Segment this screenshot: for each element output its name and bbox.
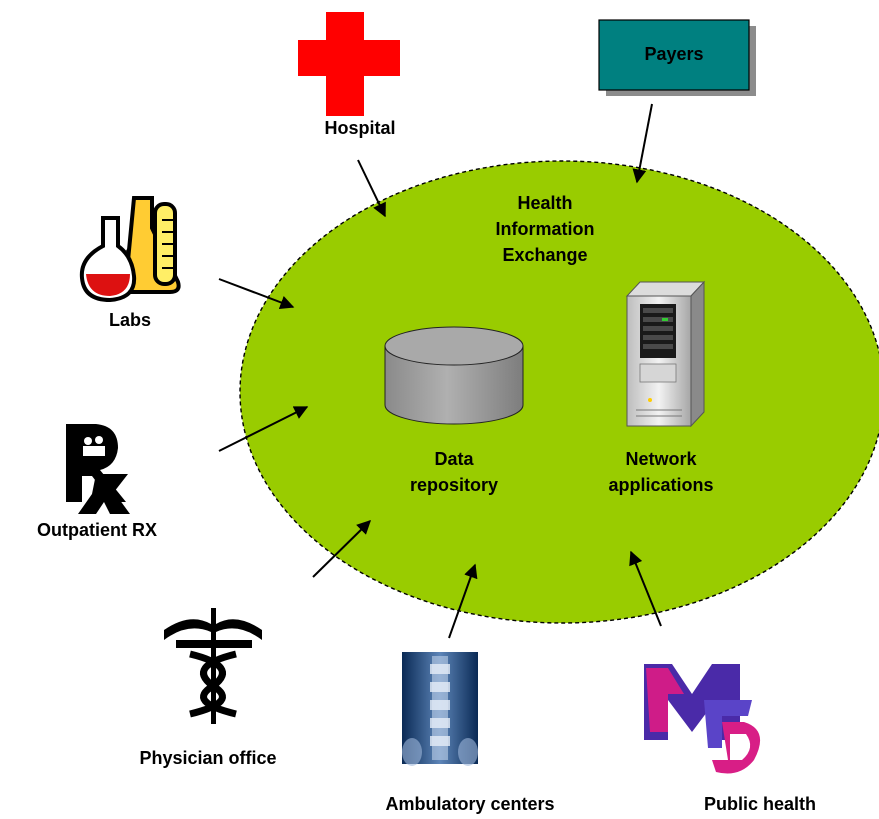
arrow-hospital — [357, 159, 386, 218]
mchd-logo-icon — [644, 664, 761, 774]
labs-label: Labs — [108, 310, 151, 330]
arrow-labs — [218, 278, 295, 310]
spine-xray-icon — [402, 652, 478, 766]
network-applications-label: Network applications — [608, 449, 714, 495]
arrow-outpatient-rx — [218, 406, 309, 452]
caduceus-icon — [164, 608, 262, 724]
connection-arrows — [218, 103, 662, 639]
server-tower-icon — [625, 280, 706, 428]
physician-office-label: Physician office — [139, 748, 277, 768]
arrow-public-health — [629, 550, 662, 627]
hie-hub-ellipse — [239, 160, 879, 624]
payers-box — [598, 19, 756, 96]
arrow-physician-office — [312, 520, 371, 578]
hospital-label: Hospital — [324, 118, 396, 138]
public-health-label: Public health — [703, 794, 817, 814]
ambulatory-centers-label: Ambulatory centers — [385, 794, 555, 814]
lab-flasks-icon — [79, 196, 181, 303]
database-cylinder-icon — [384, 326, 524, 425]
rx-pharmacy-icon — [66, 424, 130, 514]
arrow-payers — [632, 103, 653, 184]
red-cross-icon — [298, 12, 400, 116]
payers-label: Payers — [644, 44, 704, 64]
arrow-ambulatory-centers — [448, 563, 478, 639]
data-repository-label: Data repository — [409, 449, 499, 495]
hie-title: Health Information Exchange — [495, 193, 595, 265]
outpatient-rx-label: Outpatient RX — [37, 520, 157, 540]
